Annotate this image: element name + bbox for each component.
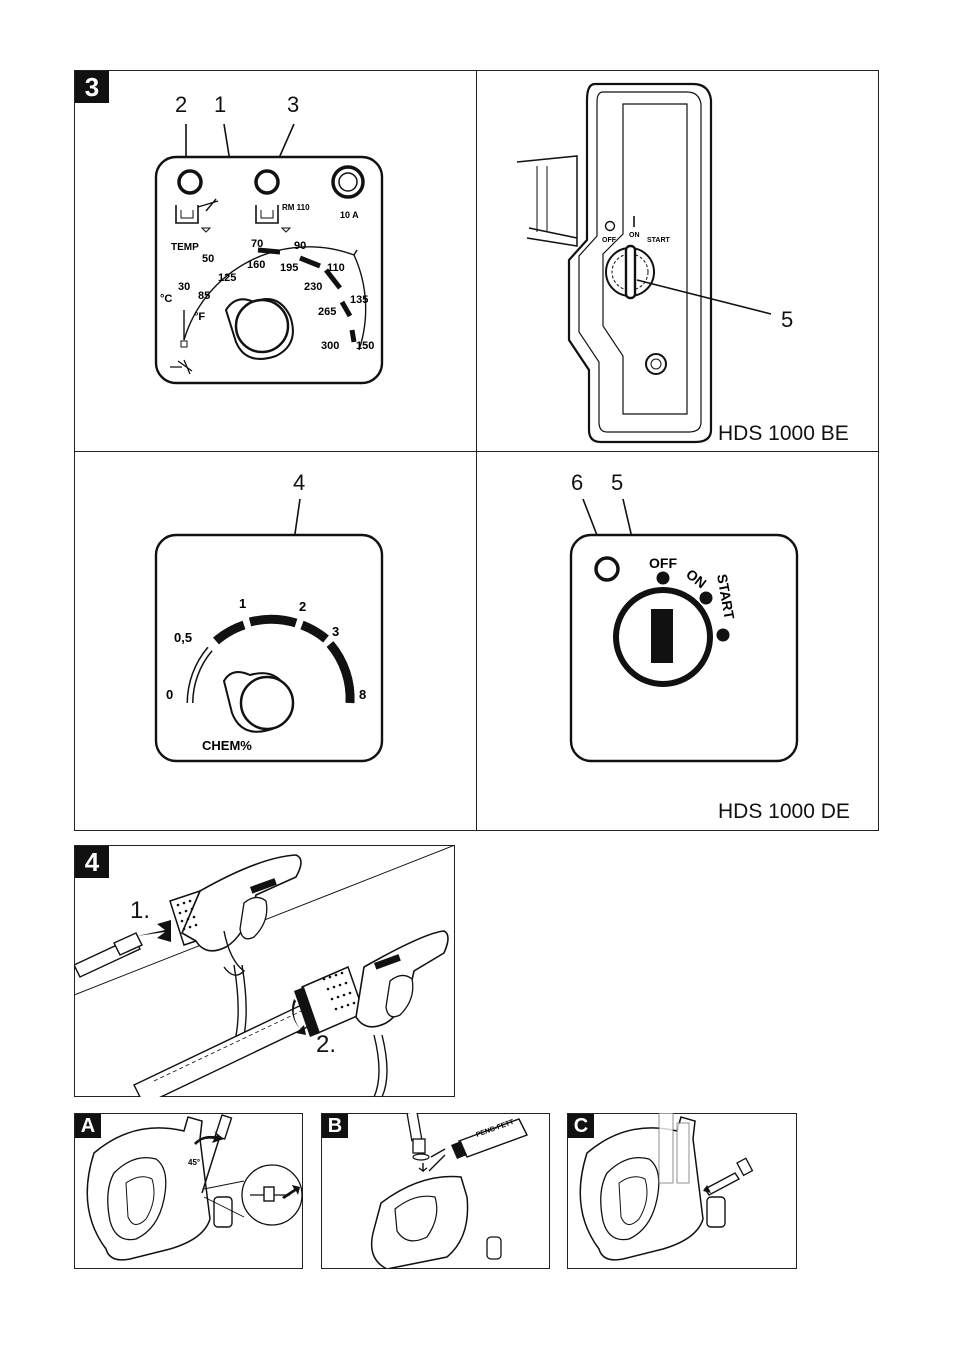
svg-text:OFF: OFF bbox=[649, 555, 677, 571]
svg-text:10 A: 10 A bbox=[340, 210, 359, 220]
svg-text:0,5: 0,5 bbox=[174, 630, 192, 645]
detail-a-drawing: 45° bbox=[86, 1114, 303, 1261]
temperature-control-panel: 2 1 3 TEMP 10 A RM 110 bbox=[74, 70, 476, 451]
callout-2: 2 bbox=[175, 92, 188, 117]
detail-b-illustration: PENG-FETT bbox=[321, 1113, 550, 1269]
svg-text:START: START bbox=[714, 573, 738, 621]
tank-right-icon bbox=[255, 205, 279, 224]
temperature-panel-drawing: TEMP 10 A RM 110 °C °F 30 50 70 90 110 1… bbox=[154, 123, 384, 385]
model-label-be: HDS 1000 BE bbox=[718, 422, 849, 445]
lamp-left-icon bbox=[177, 169, 203, 195]
svg-text:°C: °C bbox=[160, 293, 172, 305]
grid-divider-horizontal bbox=[74, 451, 879, 452]
svg-text:50: 50 bbox=[202, 253, 214, 265]
svg-text:160: 160 bbox=[247, 259, 265, 271]
svg-text:ON: ON bbox=[629, 232, 640, 239]
grid-divider-vertical bbox=[476, 70, 477, 831]
svg-text:30: 30 bbox=[178, 281, 190, 293]
indicator-lamp-icon bbox=[594, 556, 620, 582]
svg-text:TEMP: TEMP bbox=[171, 242, 199, 253]
figure-4-badge: 4 bbox=[75, 846, 109, 878]
svg-text:°F: °F bbox=[194, 311, 205, 323]
detail-b-drawing: PENG-FETT bbox=[370, 1113, 528, 1269]
svg-text:RM 110: RM 110 bbox=[282, 203, 310, 212]
svg-text:70: 70 bbox=[251, 238, 263, 250]
gun-assembly-drawing bbox=[74, 845, 455, 1097]
detail-b-badge: B bbox=[322, 1114, 348, 1138]
model-label-de: HDS 1000 DE bbox=[718, 800, 850, 823]
svg-text:8: 8 bbox=[359, 687, 366, 702]
switch-panel-de: 6 5 OFF ON START HDS 1000 DE bbox=[477, 451, 879, 831]
callout-4: 4 bbox=[293, 470, 306, 495]
svg-text:110: 110 bbox=[327, 262, 345, 274]
svg-text:135: 135 bbox=[350, 294, 368, 306]
svg-text:265: 265 bbox=[318, 306, 336, 318]
svg-text:0: 0 bbox=[166, 687, 173, 702]
detail-b-frame bbox=[321, 1113, 550, 1269]
svg-text:85: 85 bbox=[198, 290, 210, 302]
main-switch-icon bbox=[624, 244, 637, 300]
tank-left-icon bbox=[175, 205, 199, 224]
detail-a-frame bbox=[74, 1113, 303, 1269]
svg-text:230: 230 bbox=[304, 281, 322, 293]
callout-5: 5 bbox=[611, 470, 624, 495]
detail-c-illustration bbox=[567, 1113, 797, 1269]
switch-housing-be: OFF ON START 5 HDS 1000 BE bbox=[477, 70, 879, 451]
svg-text:150: 150 bbox=[356, 340, 374, 352]
lamp-right-icon bbox=[254, 169, 280, 195]
callout-6: 6 bbox=[571, 470, 584, 495]
callout-5: 5 bbox=[781, 307, 794, 332]
step-1-label: 1. bbox=[130, 897, 151, 924]
svg-text:90: 90 bbox=[294, 240, 306, 252]
callout-1: 1 bbox=[214, 92, 227, 117]
switch-housing-be-drawing: OFF ON START bbox=[516, 82, 772, 444]
svg-text:3: 3 bbox=[332, 624, 339, 639]
svg-text:START: START bbox=[647, 237, 671, 244]
detail-c-badge: C bbox=[568, 1114, 594, 1138]
svg-text:125: 125 bbox=[218, 272, 236, 284]
detail-c-drawing bbox=[579, 1113, 754, 1261]
detergent-dosing-panel: 4 0 0,5 1 2 3 8 CHEM% bbox=[74, 451, 476, 831]
detail-a-badge: A bbox=[75, 1114, 101, 1138]
svg-text:300: 300 bbox=[321, 340, 339, 352]
detail-a-illustration: 45° bbox=[74, 1113, 303, 1269]
chem-dial-drawing: 0 0,5 1 2 3 8 CHEM% bbox=[154, 498, 384, 763]
step-2-label: 2. bbox=[316, 1031, 337, 1058]
gun-assembly-illustration: 1. 2. bbox=[74, 845, 455, 1097]
callout-3: 3 bbox=[287, 92, 300, 117]
detail-c-frame bbox=[567, 1113, 797, 1269]
figure-4-frame bbox=[74, 845, 455, 1097]
figure-3-badge: 3 bbox=[75, 71, 109, 103]
main-switch-knob-icon bbox=[651, 609, 673, 663]
svg-text:45°: 45° bbox=[188, 1158, 200, 1167]
svg-text:195: 195 bbox=[280, 262, 298, 274]
svg-text:2: 2 bbox=[299, 599, 306, 614]
svg-text:OFF: OFF bbox=[602, 237, 617, 244]
svg-text:1: 1 bbox=[239, 596, 246, 611]
switch-panel-de-drawing: OFF ON START bbox=[569, 498, 799, 763]
svg-text:CHEM%: CHEM% bbox=[202, 738, 252, 753]
